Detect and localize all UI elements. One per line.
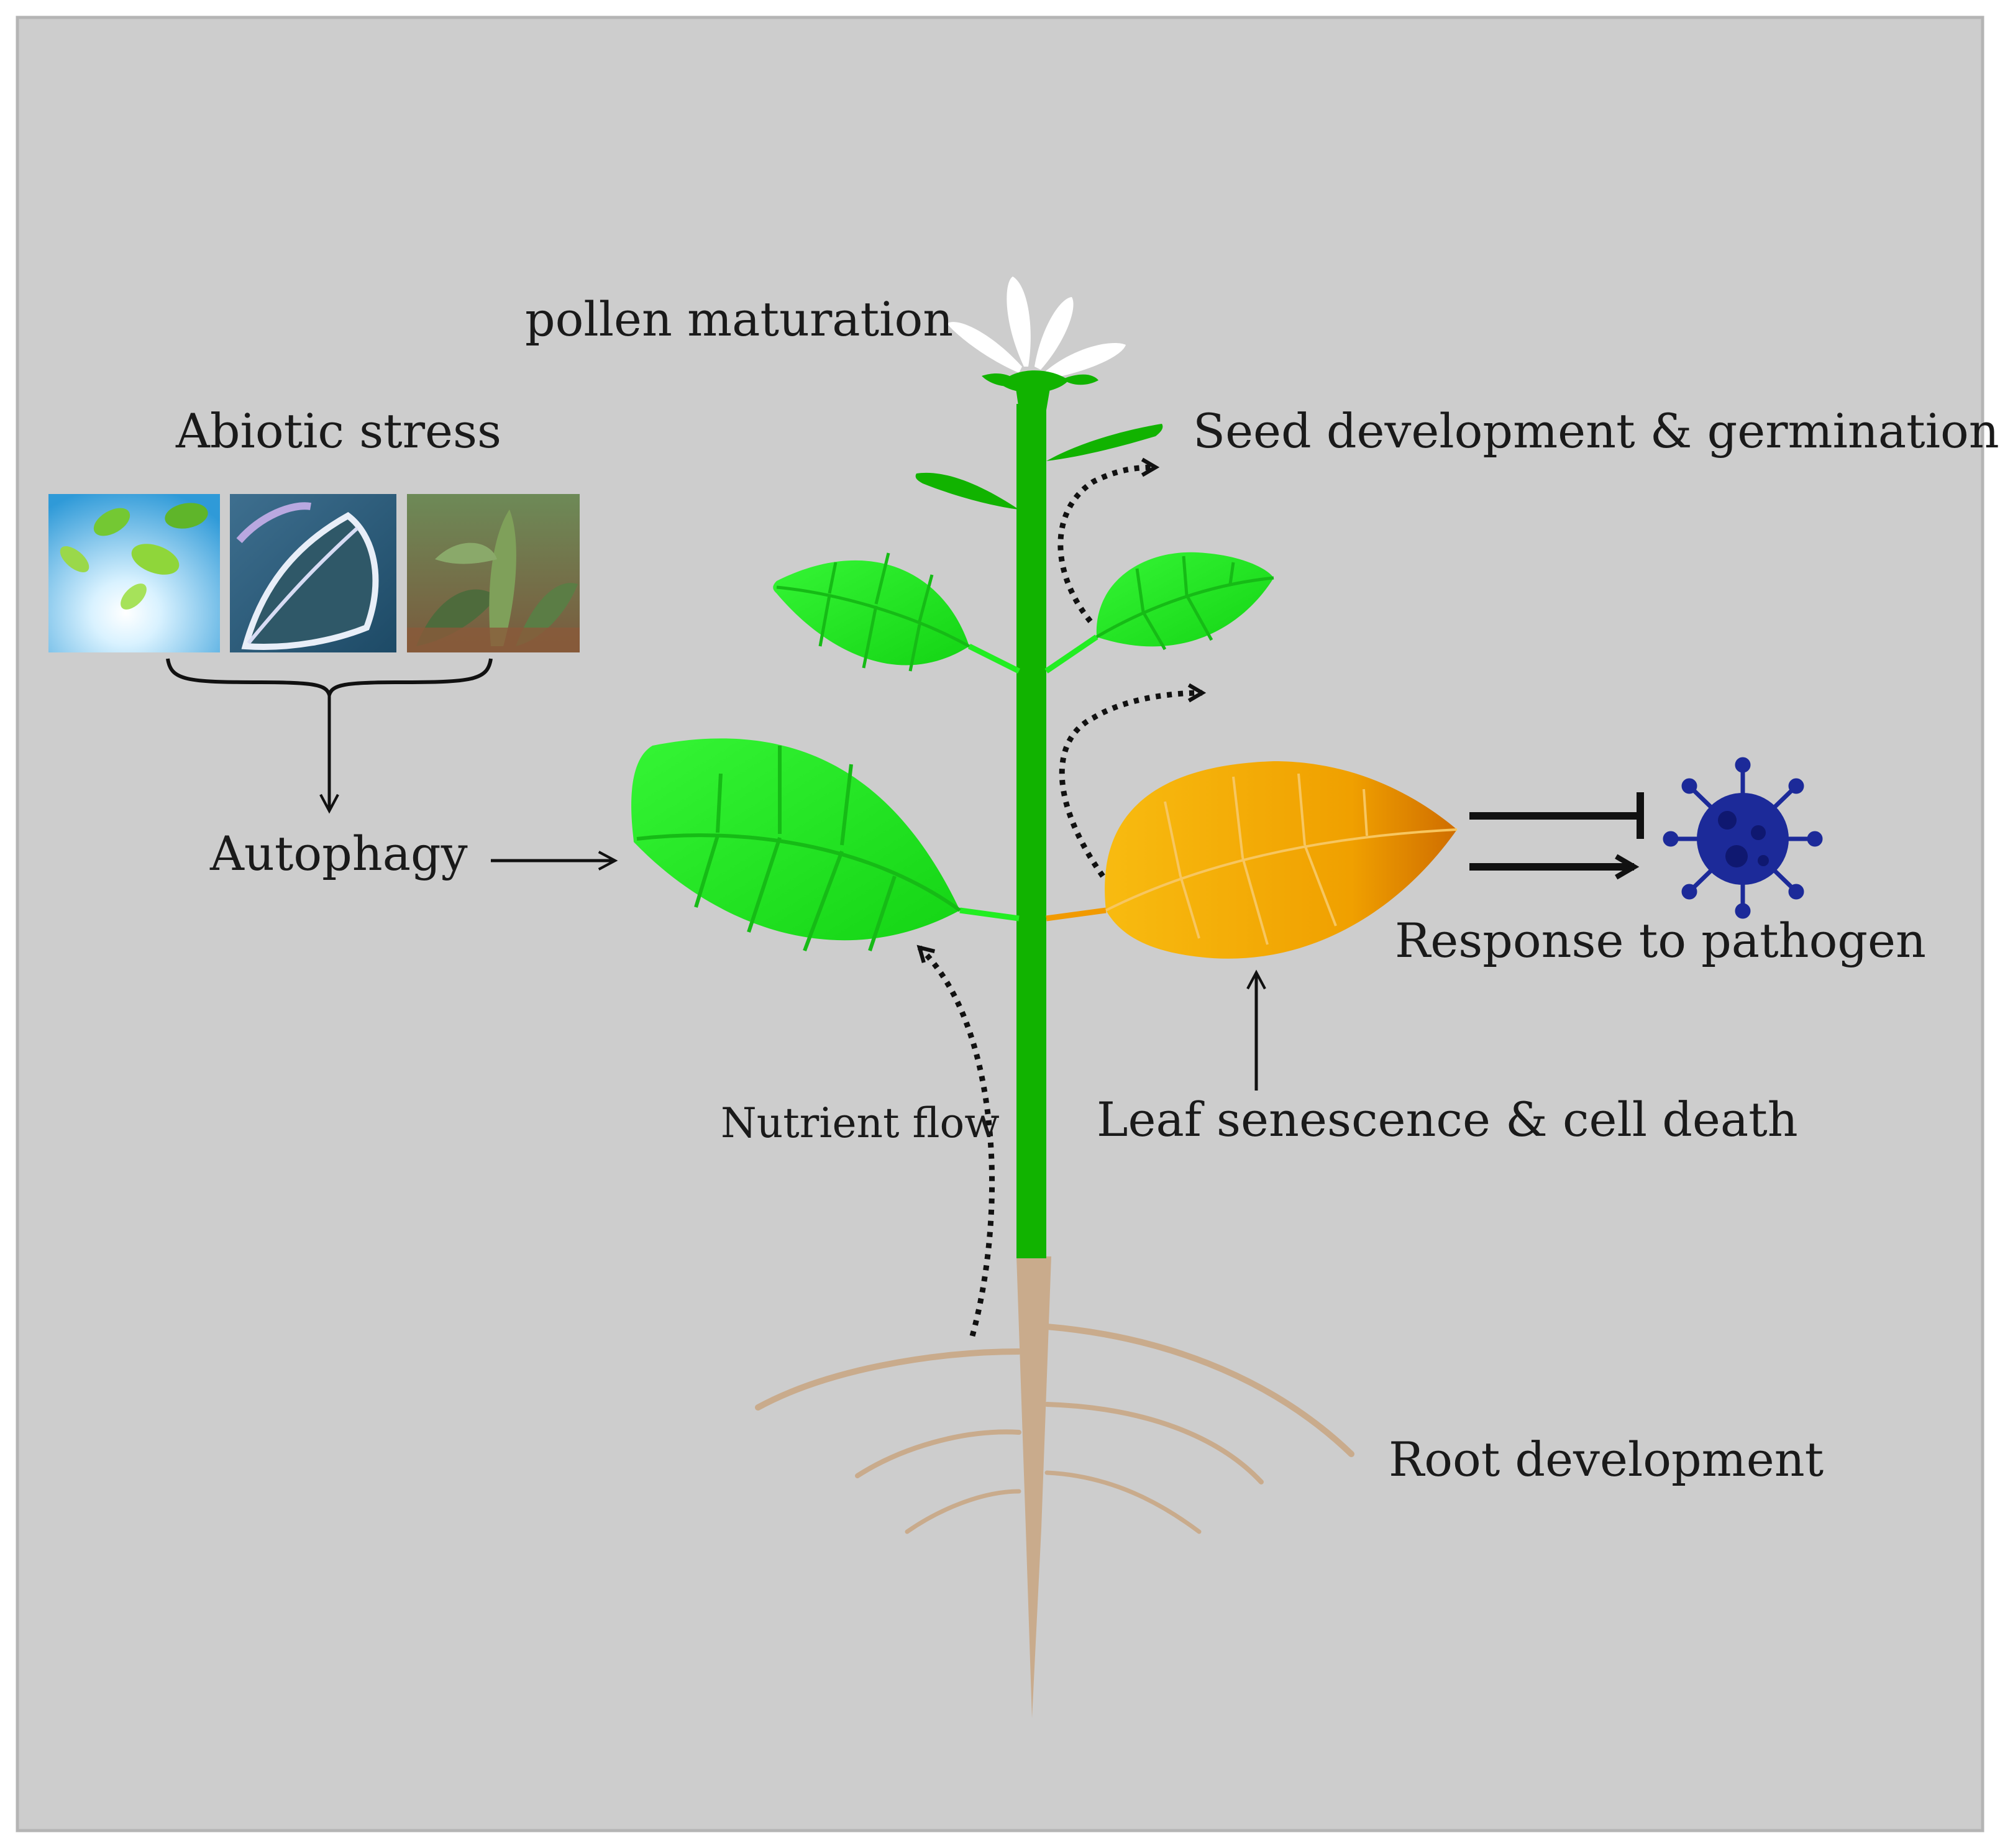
label-pollen-maturation: pollen maturation [525, 291, 953, 347]
nutrient-flow-arrow-seed [1057, 457, 1160, 623]
sunlight-leaves-photo [48, 494, 220, 652]
label-abiotic-stress: Abiotic stress [175, 403, 501, 459]
label-autophagy: Autophagy [209, 826, 468, 881]
leaf-narrow-right [1046, 424, 1163, 461]
taproot [1016, 1256, 1051, 1718]
label-leaf-senescence: Leaf senescence & cell death [1097, 1092, 1798, 1147]
frost-leaf-photo [230, 494, 396, 652]
petiole [959, 907, 1020, 922]
stem [1016, 404, 1046, 1258]
flower [947, 277, 1126, 410]
leaf-senescent-right [1105, 761, 1458, 959]
label-root-development: Root development [1389, 1432, 1824, 1487]
petiole [1044, 634, 1098, 674]
petiole-senescent [1046, 907, 1107, 922]
leaf-upper-right [1095, 552, 1274, 651]
label-seed-development: Seed development & germination [1193, 403, 1999, 459]
nutrient-flow-arrow-senescent [1059, 683, 1207, 878]
leaf-large-left [631, 738, 961, 952]
inhibit-arrow [1469, 792, 1644, 839]
wilted-crop-photo [407, 494, 580, 652]
leaf-narrow-left [915, 472, 1019, 510]
leaf-upper-left [773, 552, 970, 672]
diagram-frame [16, 16, 1984, 1832]
root-system [755, 1324, 1354, 1534]
petiole [967, 643, 1021, 674]
nutrient-flow-arrow-root [916, 945, 995, 1337]
label-nutrient-flow: Nutrient flow [721, 1099, 1000, 1147]
label-response-to-pathogen: Response to pathogen [1395, 913, 1926, 968]
pathogen-virus-icon [1663, 757, 1823, 919]
